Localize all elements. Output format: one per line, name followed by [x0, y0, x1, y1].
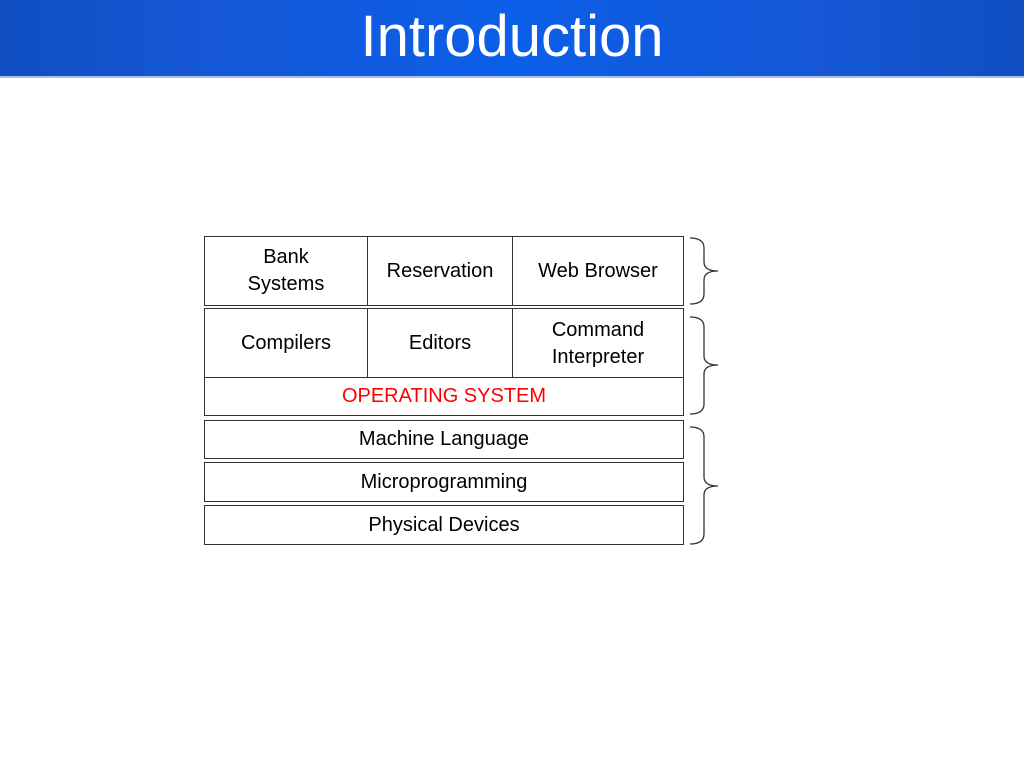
machine-language-label: Machine Language [358, 428, 530, 450]
microprogramming-label: Microprogramming [360, 470, 528, 493]
physical-devices-box: Physical Devices [204, 505, 684, 545]
web-browser-label: Web Browser [538, 259, 658, 282]
hardware-brace [689, 426, 719, 545]
compilers-cell: Compilers [205, 309, 368, 378]
bank-systems-cell: Bank Systems [205, 237, 368, 305]
microprogramming-box: Microprogramming [204, 462, 684, 502]
operating-system-label: OPERATING SYSTEM [341, 385, 547, 407]
reservation-cell: Reservation [368, 237, 513, 305]
reservation-label: Reservation [386, 259, 494, 282]
editors-label: Editors [408, 332, 472, 354]
machine-language-box: Machine Language [204, 420, 684, 459]
system-programs-brace [689, 316, 719, 415]
operating-system-box: OPERATING SYSTEM [204, 377, 684, 416]
slide-title: Introduction [360, 4, 664, 69]
editors-cell: Editors [368, 309, 513, 378]
command-interpreter-label: Command Interpreter [551, 318, 645, 368]
applications-brace [689, 237, 719, 305]
physical-devices-label: Physical Devices [368, 513, 520, 536]
compilers-label: Compilers [240, 332, 332, 354]
web-browser-cell: Web Browser [513, 237, 683, 305]
system-programs-row: Compilers Editors Command Interpreter [204, 308, 684, 379]
applications-row: Bank Systems Reservation Web Browser [204, 236, 684, 306]
bank-systems-label: Bank Systems [247, 246, 325, 295]
title-bar: Introduction [0, 0, 1024, 78]
command-interpreter-cell: Command Interpreter [513, 309, 683, 378]
